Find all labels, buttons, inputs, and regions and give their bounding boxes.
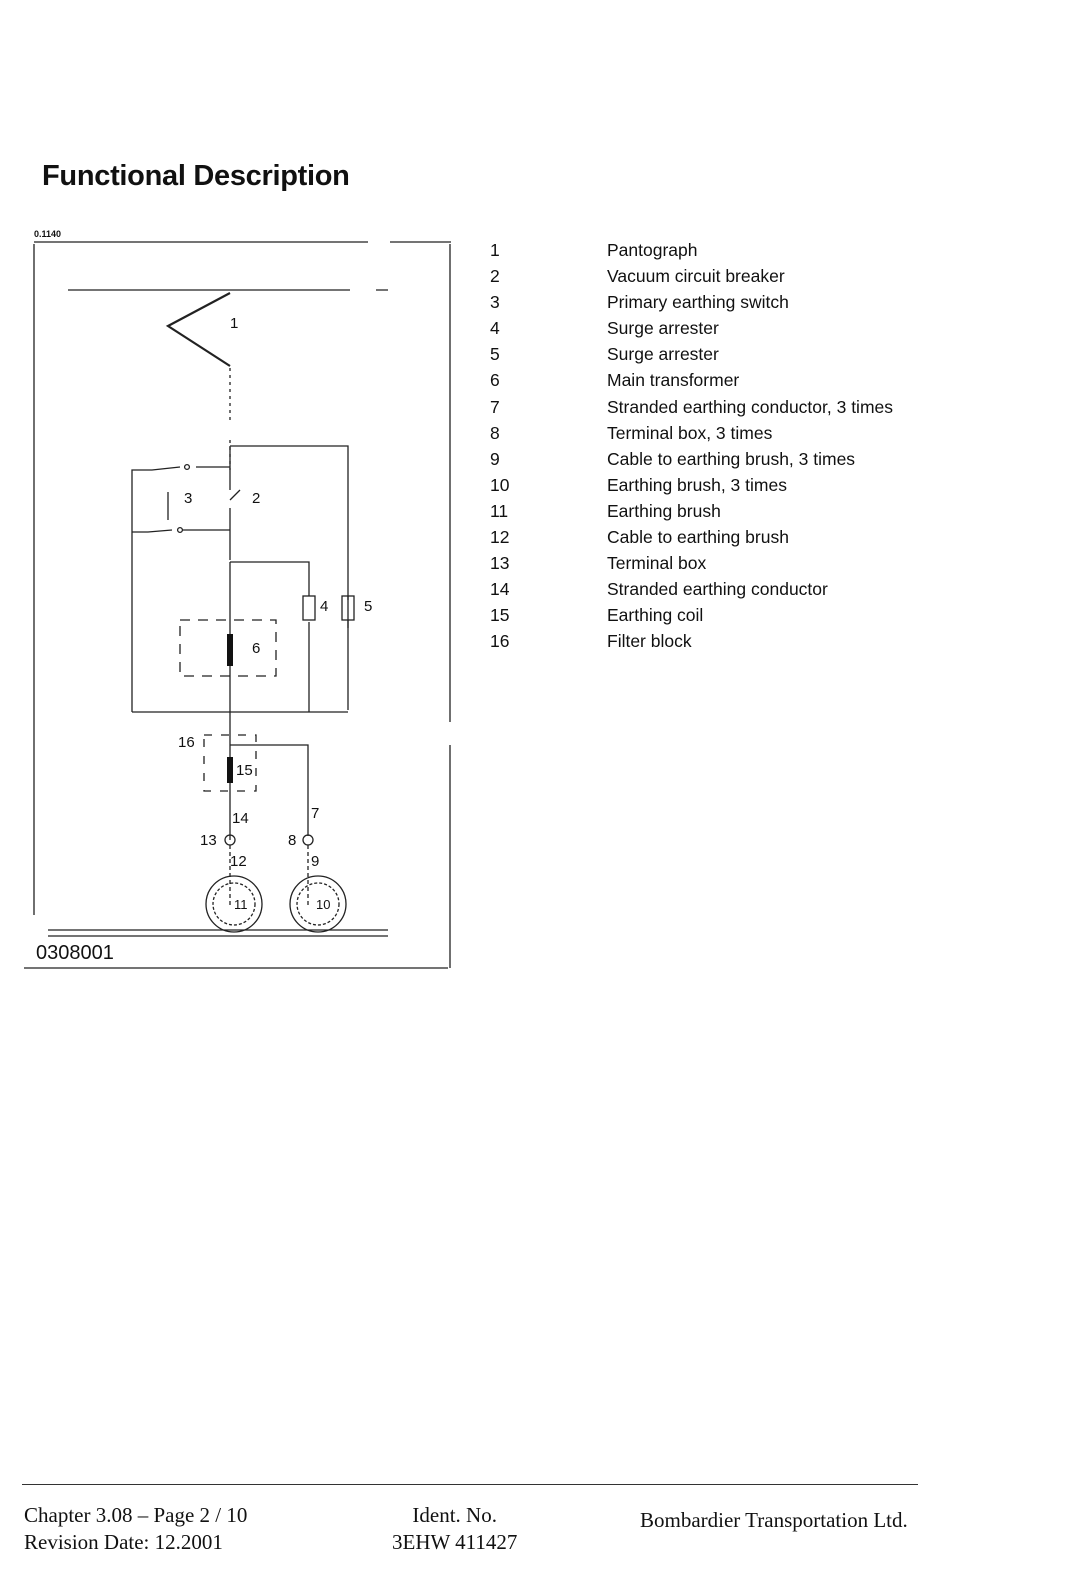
legend-text: Main transformer bbox=[607, 370, 740, 391]
legend-text: Terminal box, 3 times bbox=[607, 422, 773, 443]
legend-text: Vacuum circuit breaker bbox=[607, 266, 785, 287]
footer-company: Bombardier Transportation Ltd. bbox=[640, 1508, 908, 1532]
diagram-label-5: 5 bbox=[364, 598, 372, 615]
surge-arrester-4 bbox=[302, 595, 316, 621]
legend-text: Terminal box bbox=[607, 553, 707, 574]
page-title: Functional Description bbox=[42, 160, 350, 192]
diagram-label-3: 3 bbox=[184, 490, 192, 507]
legend-text: Primary earthing switch bbox=[607, 292, 789, 313]
legend-number: 4 bbox=[490, 318, 500, 339]
legend-text: Cable to earthing brush bbox=[607, 527, 789, 548]
diagram-label-10: 10 bbox=[316, 897, 330, 912]
footer-revision: Revision Date: 12.2001 bbox=[24, 1530, 223, 1554]
legend-text: Surge arrester bbox=[607, 318, 719, 339]
legend-text: Filter block bbox=[607, 631, 692, 652]
diagram-label-11: 11 bbox=[234, 897, 248, 912]
legend-text: Earthing brush, 3 times bbox=[607, 474, 787, 495]
footer-divider bbox=[22, 1484, 918, 1485]
footer-ident-label: Ident. No. bbox=[412, 1503, 497, 1527]
diagram-label-14: 14 bbox=[232, 810, 249, 827]
figure-code: 0.1140 bbox=[34, 229, 62, 239]
legend-number: 10 bbox=[490, 474, 510, 495]
diagram-label-1: 1 bbox=[230, 315, 238, 332]
earthing-coil-core bbox=[227, 757, 233, 783]
diagram-label-13: 13 bbox=[200, 832, 217, 849]
drawing-number: 0308001 bbox=[36, 942, 114, 964]
legend-number: 2 bbox=[490, 266, 500, 287]
legend-number: 5 bbox=[490, 344, 500, 365]
diagram-label-9: 9 bbox=[311, 853, 319, 870]
legend-number: 11 bbox=[490, 500, 509, 521]
legend-number: 9 bbox=[490, 448, 500, 469]
footer-ident-block: Ident. No. 3EHW 411427 bbox=[392, 1502, 517, 1556]
circuit-breaker-symbol bbox=[229, 478, 241, 518]
diagram-label-7: 7 bbox=[311, 805, 319, 822]
legend-number: 3 bbox=[490, 292, 500, 313]
diagram-label-16: 16 bbox=[178, 734, 195, 751]
diagram-label-6: 6 bbox=[252, 640, 260, 657]
footer-chapter: Chapter 3.08 – Page 2 / 10 bbox=[24, 1503, 248, 1527]
legend-number: 15 bbox=[490, 605, 510, 626]
footer-ident-value: 3EHW 411427 bbox=[392, 1530, 518, 1554]
legend-number: 1 bbox=[490, 240, 500, 260]
transformer-core bbox=[227, 634, 233, 666]
legend-number: 16 bbox=[490, 631, 510, 652]
legend-text: Earthing brush bbox=[607, 500, 721, 521]
diagram-label-4: 4 bbox=[320, 598, 328, 615]
earthing-switch-symbol bbox=[131, 466, 230, 712]
legend-number: 8 bbox=[490, 422, 500, 443]
circuit-diagram: 1 2 3 4 5 6 16 15 14 7 13 8 12 9 11 10 bbox=[24, 241, 451, 969]
figure-frame bbox=[24, 241, 451, 969]
feeder-line bbox=[229, 445, 349, 710]
legend-text: Stranded earthing conductor, 3 times bbox=[607, 396, 894, 417]
legend-text: Pantograph bbox=[607, 240, 698, 260]
diagram-label-15: 15 bbox=[236, 762, 253, 779]
pantograph-symbol bbox=[165, 292, 231, 367]
legend-text: Surge arrester bbox=[607, 344, 719, 365]
wheel-11 bbox=[205, 875, 263, 933]
diagram-label-2: 2 bbox=[252, 490, 260, 507]
legend-number: 13 bbox=[490, 553, 510, 574]
rail-line bbox=[48, 929, 388, 937]
legend-number: 6 bbox=[490, 370, 500, 391]
legend-text: Cable to earthing brush, 3 times bbox=[607, 448, 856, 469]
footer-chapter-block: Chapter 3.08 – Page 2 / 10 Revision Date… bbox=[24, 1502, 247, 1556]
legend-number: 14 bbox=[490, 579, 510, 600]
transformer-box bbox=[179, 619, 277, 677]
legend-text: Stranded earthing conductor bbox=[607, 579, 828, 600]
wheel-10 bbox=[289, 875, 347, 933]
legend-number: 12 bbox=[490, 527, 510, 548]
diagram-label-12: 12 bbox=[230, 853, 247, 870]
legend-number: 7 bbox=[490, 396, 500, 417]
diagram-label-8: 8 bbox=[288, 832, 296, 849]
filter-block bbox=[203, 734, 257, 792]
legend-text: Earthing coil bbox=[607, 605, 704, 626]
